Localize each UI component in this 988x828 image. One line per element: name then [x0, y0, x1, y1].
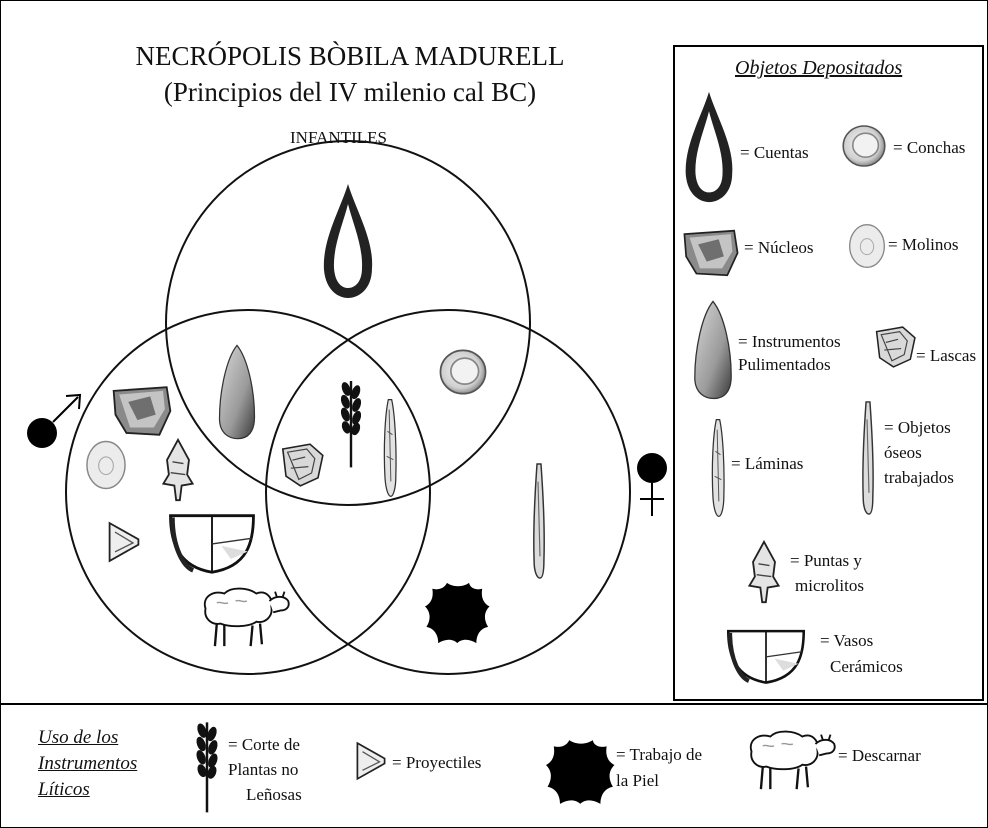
- legend-oseos-label-2: óseos: [884, 442, 922, 463]
- uso-piel-label-2: la Piel: [616, 770, 659, 791]
- arrowhead-icon: [163, 440, 192, 500]
- legend-lascas-label: = Lascas: [916, 345, 976, 366]
- hide-icon: [425, 583, 490, 643]
- projectile-icon: [110, 523, 139, 561]
- legend-puntas-label-1: = Puntas y: [790, 550, 862, 571]
- uso-descarnar-label: = Descarnar: [838, 745, 921, 766]
- bottom-divider: [0, 703, 988, 705]
- female-symbol-icon: [637, 453, 667, 516]
- grinding-stone-icon: [87, 442, 125, 489]
- legend-cuentas-label: = Cuentas: [740, 142, 809, 163]
- legend-conchas-label: = Conchas: [893, 137, 965, 158]
- legend-oseos-label-1: = Objetos: [884, 417, 951, 438]
- sheep-icon: [205, 589, 289, 647]
- uso-corte-label-3: Leñosas: [246, 784, 302, 805]
- bone-tool-icon: [534, 464, 544, 578]
- uso-piel-label-1: = Trabajo de: [616, 744, 702, 765]
- label-infantiles: INFANTILES: [290, 128, 387, 148]
- wheat-icon: [339, 381, 363, 468]
- legend-instrumentos-label-2: Pulimentados: [738, 354, 831, 375]
- legend-vasos-label-2: Cerámicos: [830, 656, 903, 677]
- ceramic-vessel-icon: [171, 516, 254, 573]
- uso-corte-label-1: = Corte de: [228, 734, 300, 755]
- legend-title: Objetos Depositados: [735, 57, 902, 80]
- blade-icon: [384, 400, 396, 497]
- legend-laminas-label: = Láminas: [731, 453, 803, 474]
- legend-instrumentos-label-1: = Instrumentos: [738, 331, 841, 352]
- legend-oseos-label-3: trabajados: [884, 467, 954, 488]
- uso-projectile-icon: [357, 743, 384, 779]
- flake-icon: [283, 444, 323, 486]
- male-symbol-icon: [27, 395, 80, 448]
- shell-icon: [440, 350, 485, 393]
- bead-icon: [324, 184, 372, 298]
- uso-sheep-icon: [751, 732, 835, 790]
- core-icon: [114, 387, 171, 435]
- uso-title-line-1: Uso de los: [38, 725, 137, 751]
- polished-axe-icon: [220, 345, 255, 438]
- uso-title-line-2: Instrumentos: [38, 751, 137, 777]
- uso-wheat-icon: [195, 722, 220, 812]
- legend-puntas-label-2: microlitos: [795, 575, 864, 596]
- legend-nucleos-label: = Núcleos: [744, 237, 814, 258]
- legend-vasos-label-1: = Vasos: [820, 630, 873, 651]
- uso-title-line-3: Líticos: [38, 777, 137, 803]
- uso-proyectiles-label: = Proyectiles: [392, 752, 481, 773]
- uso-corte-label-2: Plantas no: [228, 759, 298, 780]
- uso-title: Uso de los Instrumentos Líticos: [38, 725, 137, 803]
- legend-molinos-label: = Molinos: [888, 234, 959, 255]
- uso-hide-icon: [546, 740, 614, 804]
